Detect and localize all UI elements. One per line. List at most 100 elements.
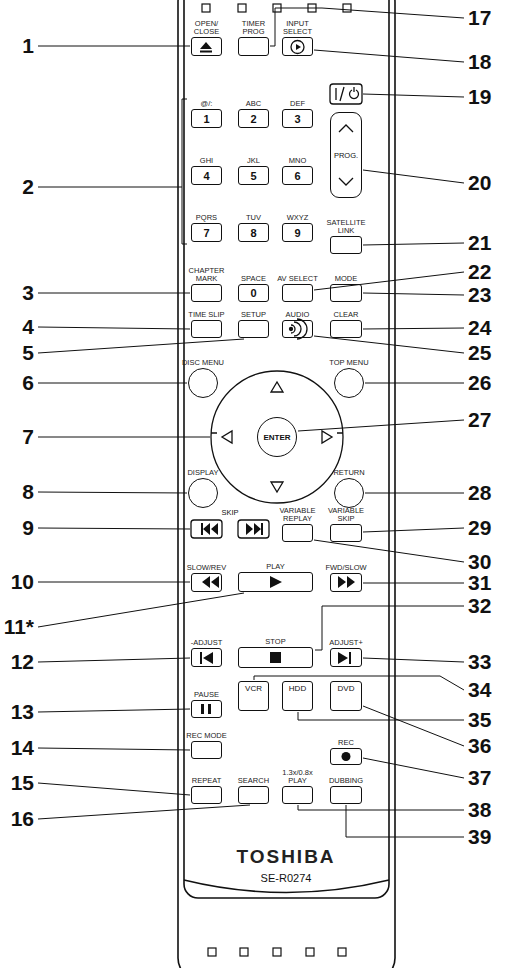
callout-number: 38 [468,798,491,822]
button-label: STOP [246,638,306,646]
remote-button: SATELLITE LINK [330,236,362,254]
button-label: VARIABLE SKIP [323,507,369,523]
button-text: ENTER [263,433,290,442]
remote-button: GHI4 [191,166,222,185]
callout-number: 14 [11,736,34,760]
remote-button: DISPLAY [188,478,218,508]
remote-button: PAUSE [191,700,222,718]
button-text: 8 [250,227,256,239]
button-label: REC MODE [177,732,237,740]
button-label: PAUSE [177,691,237,699]
callout-number: 8 [22,480,34,504]
remote-button: VARIABLE SKIP [330,524,362,542]
button-label: PLAY [246,563,306,571]
callout-number: 31 [468,571,491,595]
button-label: ABC [234,100,274,108]
button-label: PQRS [187,214,227,222]
remote-button: ENTER [257,417,297,457]
callout-number: 19 [468,85,491,109]
button-text: 1 [203,113,209,125]
button-text: DVD [338,684,355,693]
callout-number: 20 [468,171,491,195]
button-label: -ADJUST [177,639,237,647]
callout-number: 36 [468,734,491,758]
button-label: SETUP [224,311,284,319]
callout-number: 5 [22,341,34,365]
callout-number: 12 [11,650,34,674]
remote-button: SPACE0 [238,284,269,302]
remote-button: REC [330,748,362,765]
button-label: CLEAR [316,311,376,319]
button-text: 2 [250,113,256,125]
remote-button: TIME SLIP [191,320,222,338]
button-label: OPEN/ CLOSE [192,20,222,36]
callout-number: 39 [468,825,491,849]
button-label: DISPLAY [173,469,233,477]
callout-number: 29 [468,516,491,540]
callout-number: 25 [468,341,491,365]
callout-number: 13 [11,700,34,724]
remote-button: DISC MENU [188,368,218,398]
button-label: SATELLITE LINK [323,219,369,235]
button-label: TIMER PROG [240,20,268,36]
callout-number: 11* [4,615,34,639]
remote-button: WXYZ9 [282,223,313,242]
button-label: RETURN [319,469,379,477]
callout-number: 2 [22,175,34,199]
remote-button: STOP [238,647,313,668]
remote-button: PQRS7 [191,223,222,242]
callout-number: 16 [11,807,34,831]
button-text: 6 [294,170,300,182]
button-text: 3 [294,113,300,125]
remote-button: DUBBING [330,786,362,804]
button-label: DEF [278,100,318,108]
callout-number: 10 [11,570,34,594]
button-label: TOP MENU [319,359,379,367]
callout-number: 24 [468,316,491,340]
remote-button: DVD [330,681,362,711]
button-label: ADJUST+ [316,639,376,647]
callout-number: 26 [468,371,491,395]
brand-logo: TOSHIBA [236,846,335,868]
callout-number: 6 [22,371,34,395]
button-text: 5 [250,170,256,182]
remote-button: REC MODE [191,741,222,759]
button-label: INPUT SELECT [282,20,314,36]
remote-button: @/:1 [191,109,222,128]
remote-button: SEARCH [238,786,269,804]
button-label: AUDIO [268,311,328,319]
callout-number: 17 [468,6,491,30]
remote-button: OPEN/ CLOSE [191,37,222,56]
button-label: JKL [234,157,274,165]
remote-button: AUDIO [282,320,313,338]
callout-number: 9 [22,516,34,540]
callout-number: 34 [468,678,491,702]
callout-number: 4 [22,315,34,339]
button-text: 4 [203,170,209,182]
callout-number: 3 [22,281,34,305]
button-label: CHAPTER MARK [186,267,228,283]
callout-number: 32 [468,594,491,618]
callout-number: 27 [468,408,491,432]
remote-button: HDD [282,681,313,711]
remote-button: ADJUST+ [330,648,362,667]
button-text: 7 [203,227,209,239]
remote-button: INPUT SELECT [282,37,313,56]
remote-button: MNO6 [282,166,313,185]
remote-button: CLEAR [330,320,362,338]
remote-button: VCR [238,681,269,711]
callout-number: 22 [468,260,491,284]
button-label: WXYZ [278,214,318,222]
remote-button: SLOW/REV [191,573,222,592]
remote-button: TUV8 [238,223,269,242]
button-text: 0 [250,287,256,299]
remote-button: TOP MENU [334,368,364,398]
button-label: SKIP [221,508,238,517]
remote-button: DEF3 [282,109,313,128]
button-label: REPEAT [177,777,237,785]
button-label: @/: [187,100,227,108]
remote-button: REPEAT [191,786,222,804]
remote-button: VARIABLE REPLAY [282,524,313,542]
remote-button: PROG. [330,112,362,198]
